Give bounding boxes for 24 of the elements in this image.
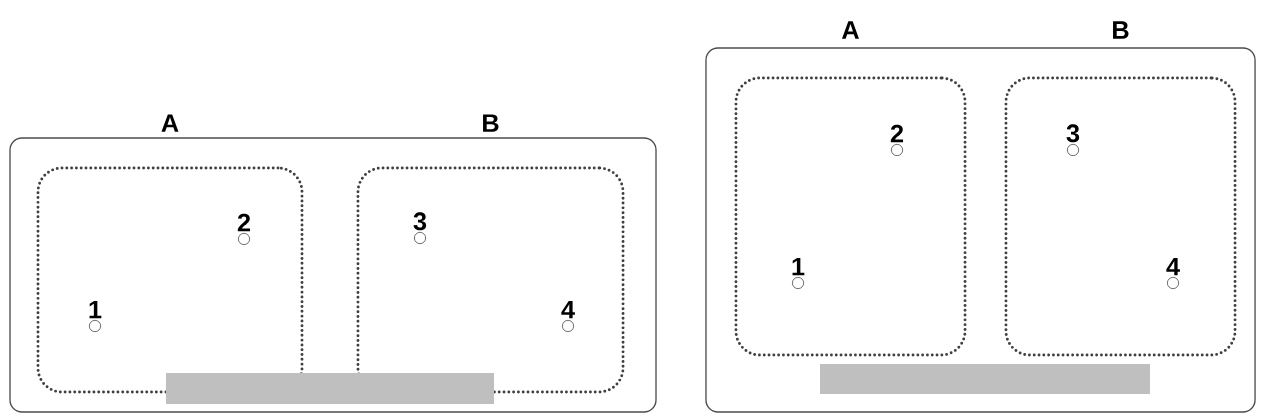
- node-label: B: [483, 114, 499, 132]
- numbered-point: 3: [413, 212, 427, 245]
- node-label: 4: [1166, 257, 1180, 276]
- node-label: A: [161, 114, 179, 132]
- numbered-point: 4: [1166, 257, 1180, 290]
- bar: [166, 373, 494, 404]
- node-label: 2: [890, 124, 904, 143]
- numbered-point: 3: [1066, 124, 1080, 157]
- node-label: 1: [792, 257, 805, 276]
- outer-frame: [9, 137, 657, 413]
- node-label: B: [1113, 21, 1129, 39]
- numbered-point: 4: [561, 300, 575, 333]
- numbered-point: 2: [890, 124, 904, 157]
- numbered-point: 1: [791, 257, 805, 290]
- bar: [820, 364, 1150, 394]
- outer-frame: [705, 47, 1256, 413]
- node-label: A: [841, 21, 859, 39]
- numbered-point: 2: [237, 213, 251, 246]
- node-label: 4: [561, 300, 575, 319]
- node-label: 3: [1066, 124, 1080, 143]
- node-label: 2: [237, 213, 251, 232]
- node-label: 3: [413, 212, 427, 231]
- numbered-point: 1: [88, 300, 102, 333]
- node-label: 1: [89, 300, 102, 319]
